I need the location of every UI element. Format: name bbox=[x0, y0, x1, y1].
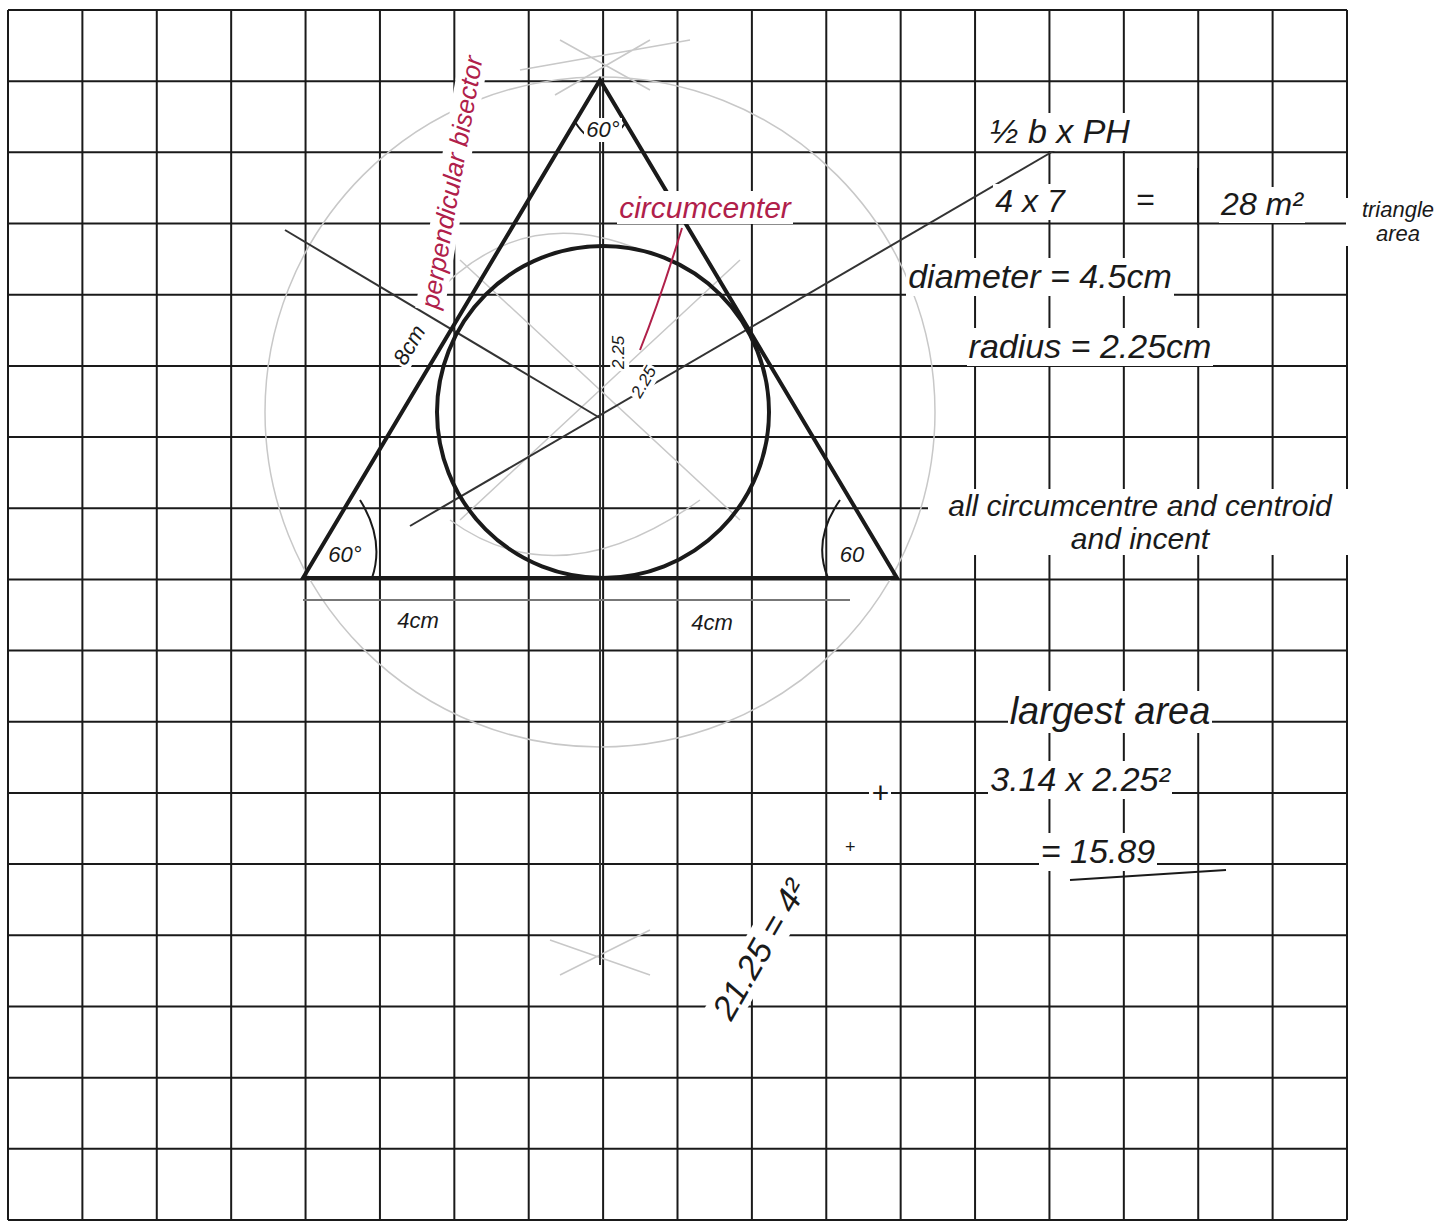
grid-line bbox=[825, 10, 827, 1220]
dimension: 4cm bbox=[689, 611, 735, 635]
mark: + bbox=[869, 776, 891, 809]
mark: + bbox=[843, 838, 858, 858]
result: = 15.89 bbox=[1039, 833, 1157, 870]
grid-line bbox=[81, 10, 83, 1220]
construction-note: circumcenter bbox=[617, 191, 793, 224]
measurement: radius = 2.25cm bbox=[967, 328, 1214, 365]
formula: 4 x 7 bbox=[993, 184, 1066, 219]
grid-paper bbox=[8, 10, 1347, 1220]
formula: ½ b x PH bbox=[988, 113, 1132, 150]
grid-line bbox=[156, 10, 158, 1220]
angle-label: 60 bbox=[838, 543, 866, 567]
grid-line bbox=[230, 10, 232, 1220]
grid-line bbox=[379, 10, 381, 1220]
calculation: 21.25 = 4² bbox=[704, 872, 815, 1028]
formula: 3.14 x 2.25² bbox=[988, 761, 1172, 798]
grid-line bbox=[8, 1005, 1347, 1007]
grid-line bbox=[8, 151, 1347, 153]
leader-line bbox=[640, 228, 682, 350]
grid-line bbox=[8, 1077, 1347, 1079]
grid-line bbox=[8, 1148, 1347, 1150]
heading: largest area bbox=[1008, 691, 1213, 733]
grid-line bbox=[8, 934, 1347, 936]
grid-line bbox=[528, 10, 530, 1220]
angle-label: 60° bbox=[326, 543, 363, 567]
grid-line bbox=[8, 436, 1347, 438]
dimension: 2.25 bbox=[611, 333, 630, 370]
grid-line bbox=[8, 80, 1347, 82]
grid-line bbox=[1197, 10, 1199, 1220]
construction-note: perpendicular bisector bbox=[415, 52, 488, 313]
grid-line bbox=[7, 10, 9, 1220]
grid-line bbox=[974, 10, 976, 1220]
grid-line bbox=[602, 10, 604, 1220]
grid-line bbox=[8, 1219, 1347, 1221]
result: 28 m² bbox=[1219, 187, 1305, 222]
formula: = bbox=[1134, 182, 1157, 217]
note: triangle area bbox=[1346, 198, 1450, 246]
grid-line bbox=[900, 10, 902, 1220]
dimension: 2.25 bbox=[628, 361, 663, 402]
angle-arcs bbox=[360, 122, 840, 578]
dimension: 8cm bbox=[388, 319, 432, 371]
measurement: diameter = 4.5cm bbox=[906, 258, 1174, 295]
construction-arcs bbox=[265, 40, 935, 975]
angle-label: 60° bbox=[584, 118, 621, 142]
grid-line bbox=[305, 10, 307, 1220]
grid-line bbox=[1123, 10, 1125, 1220]
triangle-and-incircle bbox=[303, 80, 897, 578]
note: all circumcentre and centroid and incent bbox=[928, 489, 1352, 555]
grid-line bbox=[8, 650, 1347, 652]
grid-line bbox=[1346, 10, 1348, 1220]
grid-line bbox=[8, 9, 1347, 11]
dimension: 4cm bbox=[395, 609, 441, 633]
